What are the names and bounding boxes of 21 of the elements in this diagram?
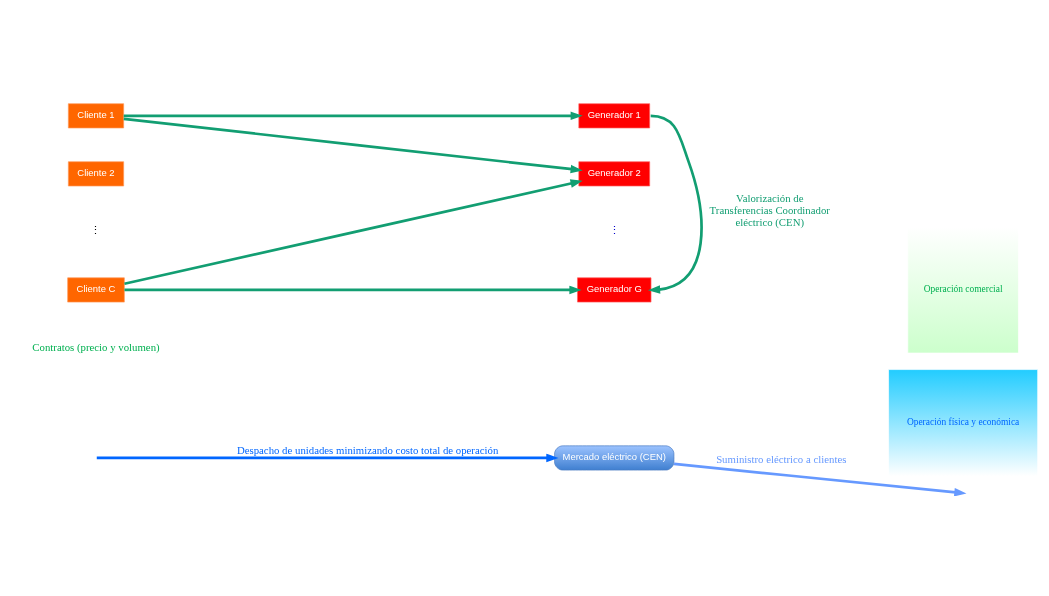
arrow — [673, 462, 967, 496]
node-box: Generador 2 — [578, 160, 650, 186]
node-box: Generador G — [577, 276, 652, 302]
node-box: Cliente 1 — [68, 102, 124, 128]
node-box: Cliente C — [67, 276, 125, 302]
node-box: Operación física y económica — [888, 368, 1038, 477]
arrow — [123, 111, 583, 120]
edge-label: Valorización de Transferencias Coordinador eléctrico (CEN) — [709, 191, 830, 228]
arrow — [96, 453, 559, 462]
node-box: Generador 1 — [578, 102, 650, 128]
node-box: Cliente 2 — [68, 160, 124, 186]
arrow — [124, 285, 582, 294]
arrow — [124, 178, 583, 285]
edge-label: Suministro eléctrico a clientes — [716, 452, 847, 465]
edge-label: Despacho de unidades minimizando costo total de operación — [236, 443, 499, 456]
arrow — [647, 114, 703, 294]
node-box: Mercado eléctrico (CEN) — [554, 445, 675, 470]
arrow — [123, 117, 583, 173]
label: ⋮ — [608, 223, 620, 236]
label: ⋮ — [90, 223, 102, 236]
label: Contratos (precio y volumen) — [32, 340, 160, 353]
